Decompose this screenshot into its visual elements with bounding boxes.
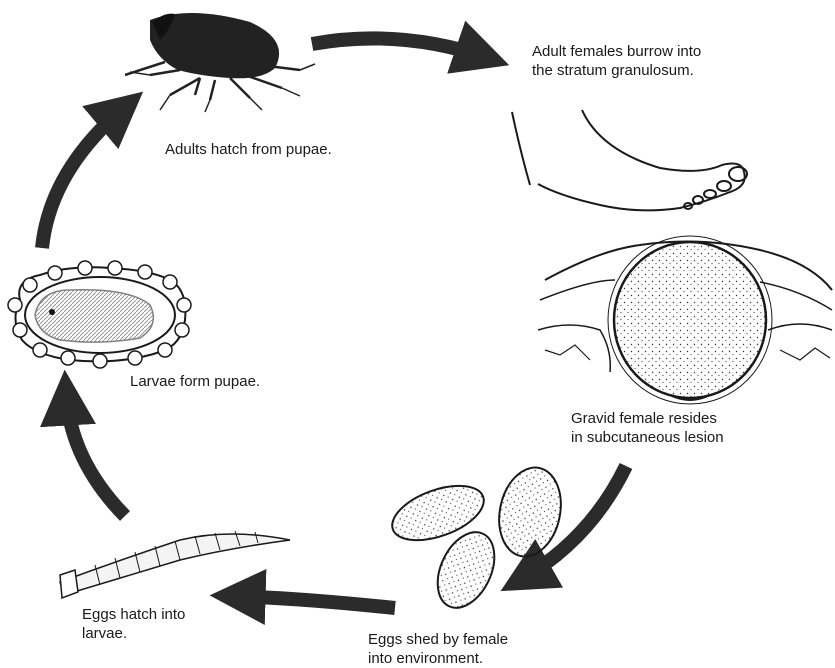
adult-flea-illustration bbox=[125, 13, 315, 112]
label-females-burrow-line2: the stratum granulosum. bbox=[532, 61, 701, 80]
label-larvae-pupae-line1: Larvae form pupae. bbox=[130, 372, 260, 391]
label-females-burrow-line1: Adult females burrow into bbox=[532, 42, 701, 61]
label-gravid-female: Gravid female resides in subcutaneous le… bbox=[571, 409, 724, 447]
arrow-pupa-to-adult bbox=[42, 106, 126, 248]
label-eggs-hatch-line1: Eggs hatch into bbox=[82, 605, 185, 624]
arrow-flea-to-foot bbox=[312, 38, 488, 58]
label-adults-hatch: Adults hatch from pupae. bbox=[165, 140, 332, 159]
eggs-illustration bbox=[385, 462, 569, 617]
skin-lesion-illustration bbox=[538, 236, 832, 404]
label-eggs-shed: Eggs shed by female into environment. bbox=[368, 630, 508, 668]
label-eggs-hatch-line2: larvae. bbox=[82, 624, 185, 643]
larva-illustration bbox=[60, 531, 290, 598]
label-adults-hatch-line1: Adults hatch from pupae. bbox=[165, 140, 332, 159]
label-females-burrow: Adult females burrow into the stratum gr… bbox=[532, 42, 701, 80]
arrow-eggs-to-larva bbox=[232, 596, 395, 608]
label-gravid-female-line1: Gravid female resides bbox=[571, 409, 724, 428]
label-eggs-shed-line1: Eggs shed by female bbox=[368, 630, 508, 649]
label-eggs-shed-line2: into environment. bbox=[368, 649, 508, 668]
label-larvae-pupae: Larvae form pupae. bbox=[130, 372, 260, 391]
arrow-larva-to-pupa bbox=[66, 392, 125, 516]
human-foot-illustration bbox=[512, 110, 747, 210]
label-eggs-hatch: Eggs hatch into larvae. bbox=[82, 605, 185, 643]
label-gravid-female-line2: in subcutaneous lesion bbox=[571, 428, 724, 447]
pupa-illustration bbox=[8, 261, 191, 368]
